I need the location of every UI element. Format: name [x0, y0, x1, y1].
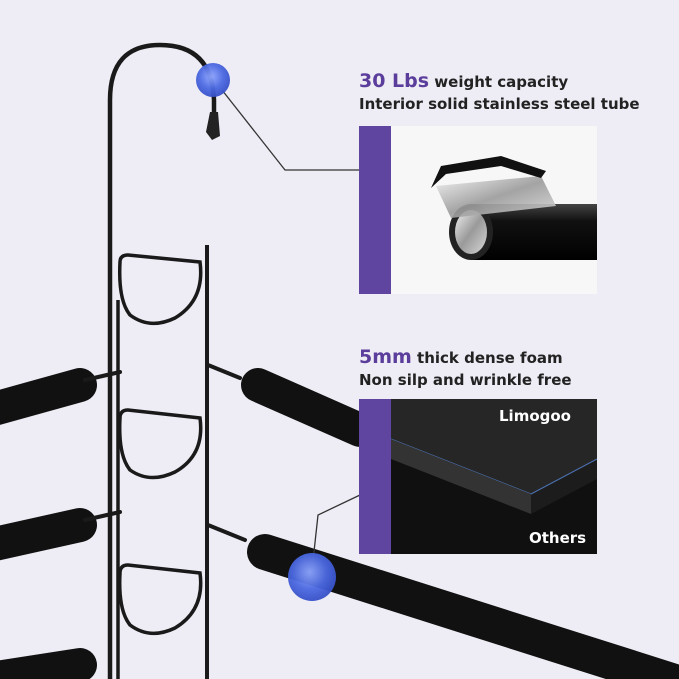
foam-closeup: Limogoo Others	[391, 399, 597, 554]
foam-bar	[0, 363, 679, 679]
marker-dot	[288, 553, 336, 601]
foam-comparison-panel: Limogoo Others	[359, 399, 597, 554]
feature-text: weight capacity	[429, 73, 569, 91]
foam-label-bottom: Others	[529, 529, 586, 547]
accent-bar	[359, 399, 391, 554]
feature-heading-foam: 5mm thick dense foam Non silp and wrinkl…	[359, 346, 669, 389]
hanger-loop	[117, 563, 203, 635]
accent-bar	[359, 126, 391, 294]
feature-heading-capacity: 30 Lbs weight capacity Interior solid st…	[359, 70, 669, 113]
steel-tube-closeup	[391, 126, 597, 294]
feature-subtext: Non silp and wrinkle free	[359, 371, 572, 389]
hanger-loop	[117, 408, 203, 480]
feature-subtext: Interior solid stainless steel tube	[359, 95, 640, 113]
feature-highlight: 5mm	[359, 346, 412, 368]
foam-label-top: Limogoo	[499, 407, 571, 425]
hanger-hook	[107, 42, 217, 679]
marker-dot	[196, 63, 230, 97]
steel-tube-panel	[359, 126, 597, 294]
leader-line	[221, 89, 360, 171]
leader-line	[311, 494, 361, 571]
feature-highlight: 30 Lbs	[359, 70, 430, 92]
hanger-loop	[117, 253, 203, 325]
feature-text: thick dense foam	[411, 349, 563, 367]
